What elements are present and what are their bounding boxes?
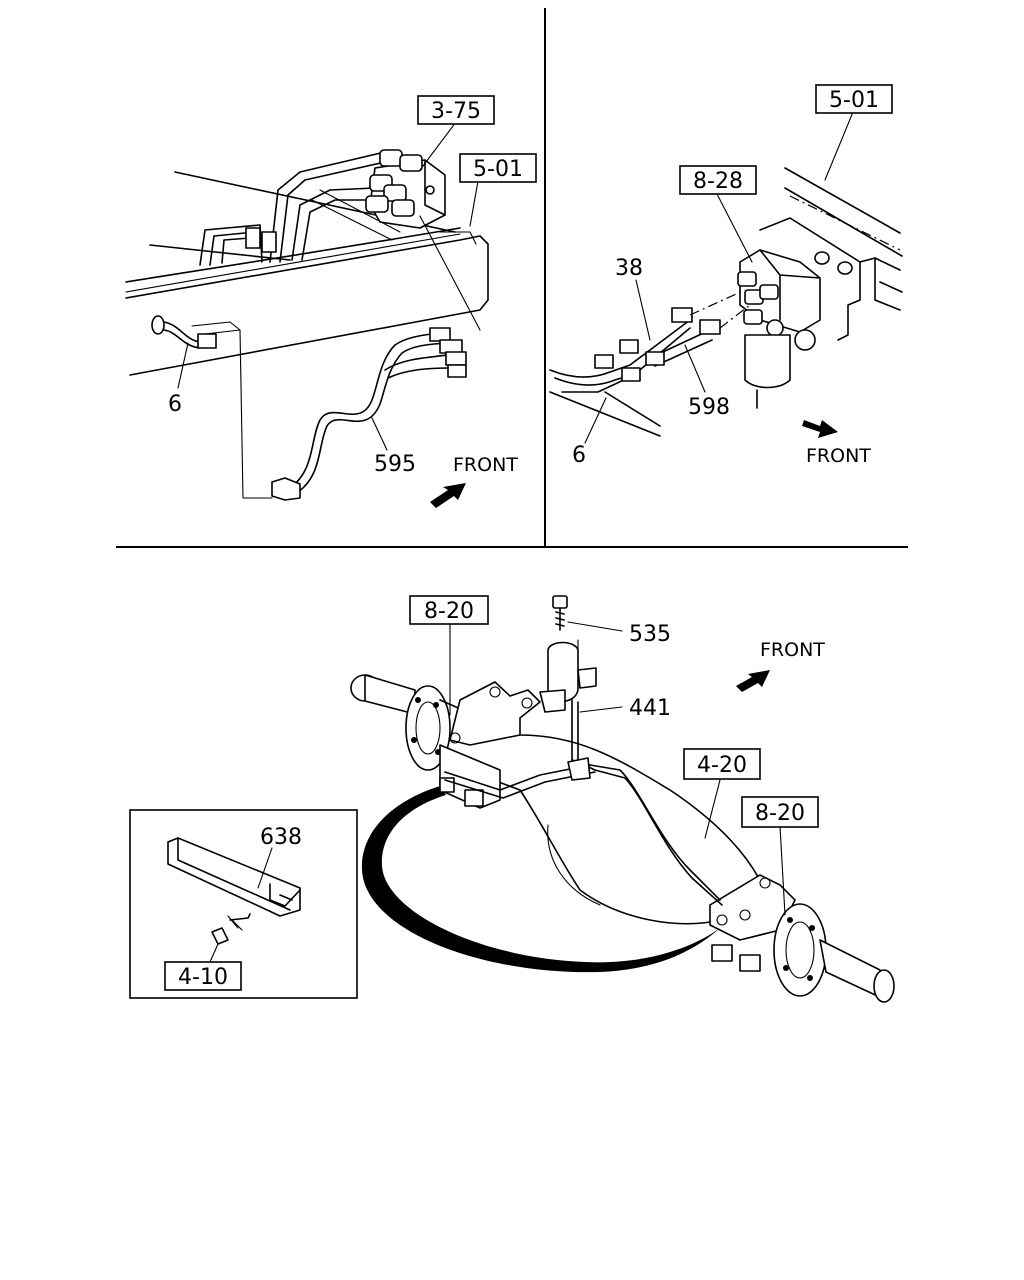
brake-lines <box>199 151 401 266</box>
front-arrow-icon <box>430 483 466 508</box>
ref-label-8-20-left: 8-20 <box>424 599 474 624</box>
part-number-38: 38 <box>615 256 643 281</box>
part-number-595: 595 <box>374 452 416 477</box>
inset-box: 4-10 638 <box>129 809 358 999</box>
ref-label-8-28: 8-28 <box>693 169 743 194</box>
callout-ref-5-01: 5-01 <box>459 153 537 183</box>
front-arrow-icon-bottom <box>736 670 770 692</box>
front-label: FRONT <box>453 454 518 476</box>
sensor-harness-441 <box>444 595 723 906</box>
ref-label-4-20: 4-20 <box>697 753 747 778</box>
front-arrow-icon-right <box>802 420 838 438</box>
front-label-bottom: FRONT <box>760 639 825 661</box>
valve-assembly <box>737 249 853 409</box>
ref-label-5-01: 5-01 <box>473 157 523 182</box>
leaders-top-right <box>584 111 854 444</box>
part-number-6-right: 6 <box>572 443 586 468</box>
frame-rail-right <box>759 167 903 341</box>
harness-595 <box>271 327 467 501</box>
part-number-441: 441 <box>629 696 671 721</box>
harness-6 <box>151 315 273 499</box>
panel-top-right: 5-01 8-28 38 598 6 FRONT <box>549 84 903 468</box>
callout-ref-5-01-right: 5-01 <box>815 84 893 114</box>
callout-ref-4-20: 4-20 <box>683 748 761 780</box>
ref-label-4-10: 4-10 <box>178 965 228 990</box>
leaders-bottom <box>449 621 786 916</box>
ref-label-3-75: 3-75 <box>431 99 481 124</box>
swoosh-shape <box>361 786 720 973</box>
callout-ref-3-75: 3-75 <box>417 95 495 125</box>
part-number-535: 535 <box>629 622 671 647</box>
panel-top-left: 3-75 5-01 6 595 FRONT <box>125 95 537 508</box>
part-number-638: 638 <box>260 825 302 850</box>
part-number-6: 6 <box>168 392 182 417</box>
junction-block <box>365 149 446 229</box>
ref-label-5-01-right: 5-01 <box>829 88 879 113</box>
harness-lines-right <box>549 289 751 437</box>
axle-housing <box>350 674 895 1003</box>
callout-ref-8-20-right: 8-20 <box>741 796 819 828</box>
callout-ref-8-28: 8-28 <box>679 165 757 195</box>
panel-bottom: 8-20 4-20 8-20 535 441 FRONT 4-10 <box>129 595 895 1003</box>
callout-ref-8-20-left: 8-20 <box>409 595 489 625</box>
front-label-right: FRONT <box>806 445 871 467</box>
leaders-top-left <box>177 121 481 451</box>
part-number-598: 598 <box>688 395 730 420</box>
ref-label-8-20-right: 8-20 <box>755 801 805 826</box>
panel-separators <box>116 8 908 548</box>
